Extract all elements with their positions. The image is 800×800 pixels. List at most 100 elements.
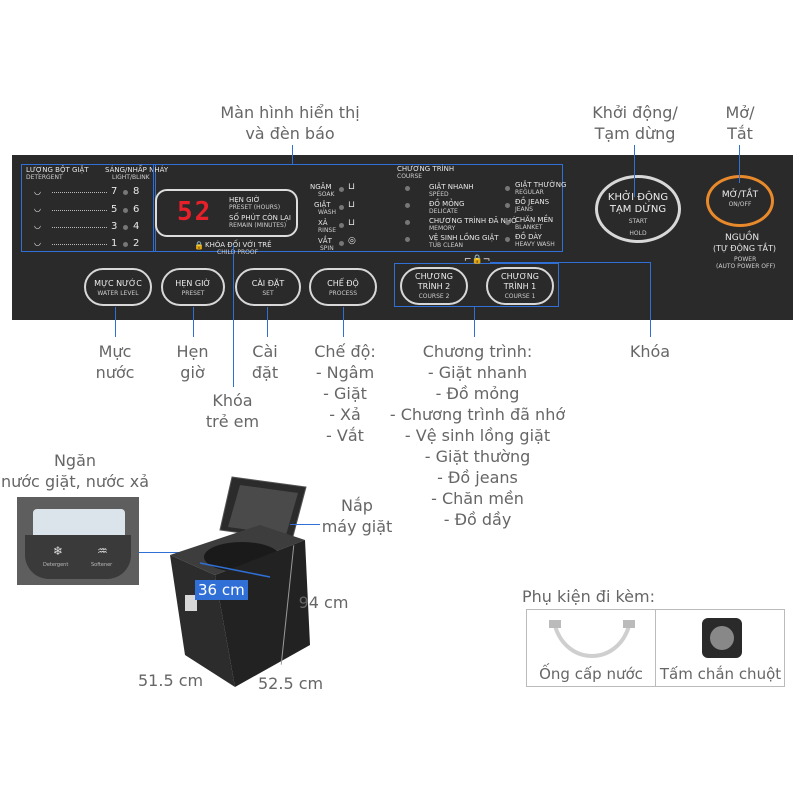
accessory-divider	[655, 610, 656, 686]
course-label: ĐỒ JEANS	[515, 198, 550, 206]
course-sub-label: DELICATE	[429, 208, 458, 215]
power-note-en: POWER	[734, 256, 757, 263]
process-step-label: GIẶT	[314, 201, 331, 209]
washer-front	[170, 555, 235, 687]
preset-button[interactable]: HẸN GIỜ PRESET	[161, 268, 225, 306]
course-label: ĐỒ MỎNG	[429, 200, 465, 208]
snowflake-icon: ❄	[53, 544, 64, 558]
process-step-sub: SOAK	[318, 191, 335, 198]
level-b: 2	[133, 238, 140, 249]
drawer-cover: ❄ ♒ Detergent Softener	[25, 535, 131, 579]
rinse-icon: ⊔	[348, 218, 356, 228]
dotted-leader	[52, 210, 107, 211]
water-level-button[interactable]: MỰC NƯỚC WATER LEVEL	[84, 268, 152, 306]
set-button[interactable]: CÀI ĐẶT SET	[235, 268, 301, 306]
accessory-label-mouse-guard: Tấm chắn chuột	[659, 665, 782, 683]
leader-line	[343, 307, 344, 337]
callout-child-lock: Khóa trẻ em	[205, 391, 260, 431]
digital-display: 52 HẸN GIỜ PRESET (HOURS) SỐ PHÚT CÒN LẠ…	[155, 189, 298, 237]
course-sub-label: MEMORY	[429, 225, 456, 232]
spin-icon: ◎	[348, 236, 356, 246]
height-label: 94 cm	[298, 593, 349, 612]
accessory-label-hose: Ống cấp nước	[539, 665, 643, 683]
leader-line	[474, 307, 475, 337]
preset-sub: PRESET (HOURS)	[229, 204, 281, 211]
course-led	[505, 220, 510, 225]
level-led	[123, 225, 128, 230]
callout-power: Mở/ Tắt	[725, 103, 755, 143]
water-hose-icon	[549, 620, 635, 658]
mouse-guard-icon	[702, 618, 742, 658]
level-b: 8	[133, 186, 140, 197]
level-b: 4	[133, 221, 140, 232]
course-sub-label: BLANKET	[515, 224, 543, 231]
course-1-button[interactable]: CHƯƠNG TRÌNH 1 COURSE 1	[486, 267, 554, 305]
callout-preset: Hẹn giờ	[176, 342, 209, 382]
callout-process: Chế độ: - Ngâm - Giặt - Xả - Vắt	[314, 342, 376, 445]
power-button[interactable]: MỞ/TẮT ON/OFF	[706, 175, 774, 227]
course-sub-label: REGULAR	[515, 189, 544, 196]
level-a: 5	[111, 204, 118, 215]
accessories-box: Ống cấp nước Tấm chắn chuột	[526, 609, 785, 687]
leader-line	[233, 245, 234, 387]
wash-icon: ⊔	[348, 200, 356, 210]
dotted-leader	[52, 227, 107, 228]
level-led	[123, 190, 128, 195]
process-step-label: VẮT	[318, 237, 332, 245]
course-led	[405, 186, 410, 191]
course-sub-label: SPEED	[429, 191, 449, 198]
power-note-vi: NGUỒN	[725, 233, 760, 243]
process-led	[339, 223, 344, 228]
course-led	[505, 237, 510, 242]
course-2-button[interactable]: CHƯƠNG TRÌNH 2 COURSE 2	[400, 267, 468, 305]
depth-label: 36 cm	[195, 580, 248, 600]
leader-line	[290, 524, 320, 525]
course-sub: COURSE	[397, 173, 423, 180]
drawer-photo: ❄ ♒ Detergent Softener	[17, 497, 139, 585]
drawer-label-softener: Softener	[91, 562, 113, 568]
process-led	[339, 205, 344, 210]
callout-display: Màn hình hiển thị và đèn báo	[220, 103, 360, 143]
process-button[interactable]: CHẾ ĐỘ PROCESS	[309, 268, 377, 306]
dotted-leader	[52, 192, 107, 193]
leader-line	[634, 145, 635, 197]
callout-lock: Khóa	[629, 342, 671, 361]
callout-lid: Nắp máy giặt	[321, 496, 393, 536]
detergent-title: LƯỢNG BỘT GIẶT	[26, 166, 89, 174]
drawer-tray	[33, 509, 125, 539]
width1-label: 51.5 cm	[138, 671, 204, 690]
level-led	[123, 242, 128, 247]
start-hold-button[interactable]: KHỞI ĐỘNG TẠM DỪNG START HOLD	[595, 175, 681, 243]
power-note-vi2: (TỰ ĐỘNG TẮT)	[713, 244, 777, 253]
process-step-label: XẢ	[318, 219, 328, 227]
course-sub-label: HEAVY WASH	[515, 241, 555, 248]
detergent-sub: DETERGENT	[26, 174, 63, 181]
callout-drawer: Ngăn nước giặt, nước xả	[0, 451, 150, 491]
depth-arrow	[199, 562, 271, 578]
process-step-sub: SPIN	[320, 245, 334, 252]
process-step-label: NGÂM	[310, 183, 332, 191]
course-sub-label: TUB CLEAN	[429, 242, 463, 249]
softener-icon: ♒	[97, 544, 108, 558]
course-label: GIẶT NHANH	[429, 183, 474, 191]
course-label: ĐỒ DÀY	[515, 233, 542, 241]
child-proof-label: KHÓA ĐỐI VỚI TRẺ	[205, 241, 272, 249]
child-lock-icon: 🔒	[194, 241, 204, 250]
preset-label: HẸN GIỜ	[229, 196, 261, 204]
process-step-sub: WASH	[318, 209, 337, 216]
leader-line	[267, 307, 268, 337]
course-led	[405, 237, 410, 242]
leader-line	[292, 145, 293, 164]
detergent-cup-icon: ◡	[34, 221, 41, 230]
display-digits: 52	[177, 197, 213, 227]
level-b: 6	[133, 204, 140, 215]
level-a: 7	[111, 186, 118, 197]
remain-label: SỐ PHÚT CÒN LẠI	[229, 214, 291, 222]
process-led	[339, 187, 344, 192]
level-led	[123, 208, 128, 213]
light-title: SÁNG/NHẤP NHÁY	[105, 166, 169, 174]
washing-machine-illustration	[170, 476, 310, 687]
course-label: CHĂN MỀN	[515, 216, 554, 224]
lock-symbol-icon: ⌐🔒¬	[464, 255, 491, 265]
course-buttons-frame	[394, 263, 559, 307]
